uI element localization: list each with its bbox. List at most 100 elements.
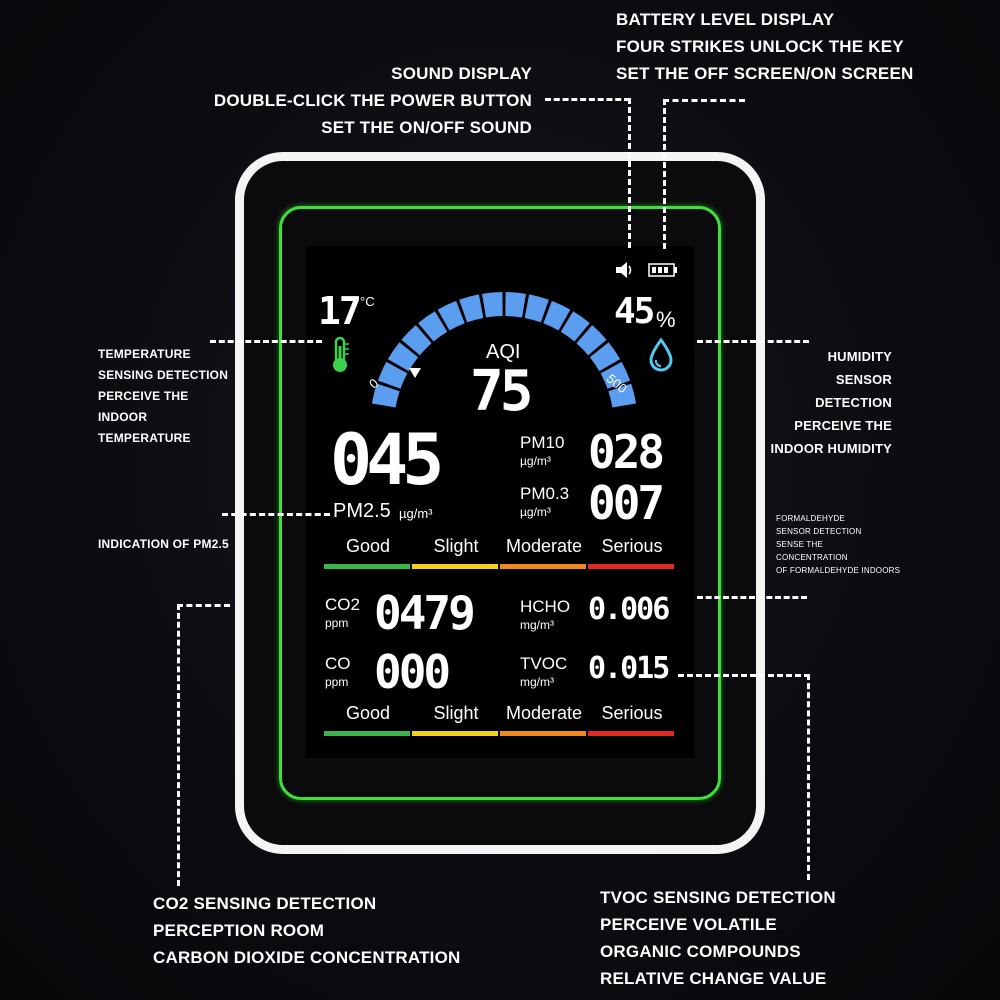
- legend-moderate: Moderate: [500, 536, 588, 569]
- leader-line-tvoc-v: [807, 674, 810, 880]
- aqi-arc-segment: [589, 342, 621, 372]
- battery-icon: [648, 263, 677, 277]
- aqi-arc-segment: [377, 361, 408, 389]
- triangle-pointer-icon: [409, 368, 421, 378]
- co2-annotation-line-3: CARBON DIOXIDE CONCENTRATION: [153, 948, 461, 967]
- aqi-arc-segment: [437, 300, 465, 331]
- aqi-arc-segment: [459, 294, 484, 323]
- speaker-icon: [616, 262, 632, 278]
- pm10-unit: µg/m³: [520, 454, 551, 468]
- formaldehyde-annotation-line-4: CONCENTRATION: [776, 553, 848, 562]
- formaldehyde-annotation-line-2: SENSOR DETECTION: [776, 527, 862, 536]
- leader-line-formaldehyde: [697, 596, 807, 599]
- leader-line-co2-v: [177, 604, 180, 886]
- pm03-value: 007: [588, 476, 665, 530]
- aqi-arc-segment: [418, 311, 448, 342]
- co-value: 000: [374, 645, 451, 699]
- hcho-value: 0.006: [588, 592, 670, 627]
- aqi-arc-segment: [543, 300, 571, 331]
- legend-serious-bar: [588, 564, 674, 569]
- legend-good-bar: [324, 564, 410, 569]
- sound-annotation-line-1: SOUND DISPLAY: [391, 64, 532, 83]
- pm25-value: 045: [330, 419, 444, 501]
- formaldehyde-annotation-line-1: FORMALDEHYDE: [776, 514, 846, 523]
- tvoc-annotation: TVOC SENSING DETECTION PERCEIVE VOLATILE…: [600, 884, 836, 992]
- aqi-arc-segment: [600, 361, 631, 389]
- legend-good-label: Good: [345, 536, 391, 556]
- pm25-label: PM2.5: [333, 500, 391, 522]
- tvoc-annotation-line-3: ORGANIC COMPOUNDS: [600, 942, 801, 961]
- aqi-arc-segment: [505, 292, 526, 318]
- pm25-annotation-line-1: INDICATION OF PM2.5: [98, 537, 229, 551]
- co2-annotation-line-1: CO2 SENSING DETECTION: [153, 894, 377, 913]
- humidity-annotation-line-1: HUMIDITY: [827, 349, 892, 364]
- water-drop-icon: [649, 338, 673, 372]
- hcho-unit: mg/m³: [520, 618, 554, 632]
- legend-slight-bar: [412, 564, 498, 569]
- legend-good-2: Good: [324, 703, 412, 736]
- humidity-annotation: HUMIDITY SENSOR DETECTION PERCEIVE THE I…: [771, 345, 892, 460]
- aqi-arc-segment: [482, 292, 503, 318]
- legend-moderate-2-bar: [500, 731, 586, 736]
- aqi-value: 75: [470, 359, 533, 424]
- legend-moderate-label: Moderate: [505, 536, 583, 556]
- humidity-annotation-line-4: PERCEIVE THE: [794, 418, 892, 433]
- sound-annotation: SOUND DISPLAY DOUBLE-CLICK THE POWER BUT…: [214, 60, 532, 141]
- aqi-arc-segment: [560, 311, 590, 342]
- co2-annotation-line-2: PERCEPTION ROOM: [153, 921, 325, 940]
- humidity-value: 45: [614, 291, 655, 332]
- aqi-arc-segment: [608, 383, 637, 408]
- legend-serious-label: Serious: [601, 536, 663, 556]
- co-label: CO: [325, 654, 351, 673]
- humidity-annotation-line-3: DETECTION: [815, 395, 892, 410]
- leader-line-sound-v: [628, 98, 631, 248]
- leader-line-co2-h: [177, 604, 230, 607]
- tvoc-unit: mg/m³: [520, 675, 554, 689]
- aqi-gauge: [371, 292, 637, 408]
- pm03-label: PM0.3: [520, 484, 570, 503]
- pm-level-legend: Good Slight Moderate Serious: [324, 536, 676, 569]
- aqi-arc-segment: [387, 342, 419, 372]
- leader-line-battery-h: [663, 99, 745, 102]
- aqi-arc-segment: [401, 325, 432, 356]
- pm25-unit: µg/m³: [399, 506, 433, 521]
- leader-line-temperature: [210, 340, 322, 343]
- legend-serious-2-bar: [588, 731, 674, 736]
- legend-good-2-label: Good: [345, 703, 391, 723]
- tvoc-label: TVOC: [520, 654, 568, 673]
- sound-annotation-line-2: DOUBLE-CLICK THE POWER BUTTON: [213, 91, 532, 110]
- legend-slight-2-bar: [412, 731, 498, 736]
- temperature-annotation-line-1: TEMPERATURE: [98, 347, 191, 361]
- aqi-label: AQI: [486, 341, 521, 363]
- temperature-annotation-line-2: SENSING DETECTION: [98, 368, 229, 382]
- legend-good: Good: [324, 536, 412, 569]
- legend-moderate-2: Moderate: [500, 703, 588, 736]
- battery-annotation: BATTERY LEVEL DISPLAY FOUR STRIKES UNLOC…: [616, 6, 913, 87]
- sound-annotation-line-3: SET THE ON/OFF SOUND: [321, 118, 532, 137]
- lcd-screen: [306, 246, 694, 758]
- legend-slight-2-label: Slight: [433, 703, 479, 723]
- temperature-value: 17: [318, 289, 362, 333]
- hcho-label: HCHO: [520, 597, 571, 616]
- humidity-annotation-line-2: SENSOR: [835, 372, 892, 387]
- legend-moderate-bar: [500, 564, 586, 569]
- formaldehyde-annotation-line-5: OF FORMALDEHYDE INDOORS: [776, 566, 901, 575]
- leader-line-battery-v: [663, 99, 666, 249]
- pm10-label: PM10: [520, 433, 565, 452]
- battery-annotation-line-1: BATTERY LEVEL DISPLAY: [616, 10, 835, 29]
- co2-annotation: CO2 SENSING DETECTION PERCEPTION ROOM CA…: [153, 890, 461, 971]
- co-unit: ppm: [325, 675, 349, 689]
- legend-slight: Slight: [412, 536, 500, 569]
- legend-serious-2: Serious: [588, 703, 676, 736]
- temperature-annotation-line-4: INDOOR: [98, 410, 148, 424]
- aqi-arc-segment: [371, 383, 400, 408]
- co2-unit: ppm: [325, 616, 349, 630]
- humidity-unit: %: [656, 307, 676, 332]
- legend-serious-2-label: Serious: [601, 703, 663, 723]
- humidity-annotation-line-5: INDOOR HUMIDITY: [770, 441, 892, 456]
- legend-slight-2: Slight: [412, 703, 500, 736]
- gas-level-legend: Good Slight Moderate Serious: [324, 703, 676, 736]
- legend-moderate-2-label: Moderate: [505, 703, 583, 723]
- formaldehyde-annotation-line-3: SENSE THE: [776, 540, 823, 549]
- tvoc-annotation-line-4: RELATIVE CHANGE VALUE: [600, 969, 827, 988]
